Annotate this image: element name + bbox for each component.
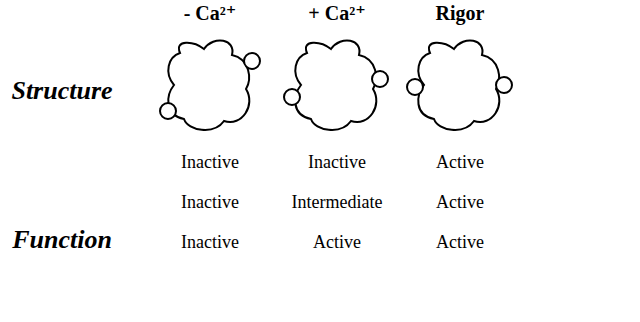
column-header: - Ca²⁺ — [184, 2, 237, 25]
subunit-circle — [284, 89, 300, 105]
protein-blob — [160, 40, 260, 129]
state-label: Inactive — [181, 152, 239, 173]
state-label: Inactive — [181, 192, 239, 213]
state-label: Active — [436, 152, 484, 173]
state-label: Active — [313, 232, 361, 253]
state-label: Inactive — [308, 152, 366, 173]
subunit-circle — [496, 77, 512, 93]
state-label: Active — [436, 232, 484, 253]
state-label: Intermediate — [292, 192, 383, 213]
state-label: Active — [436, 192, 484, 213]
row-header: Structure — [11, 76, 112, 106]
subunit-circle — [160, 103, 176, 119]
protein-blob — [407, 40, 512, 129]
subunit-circle — [244, 53, 260, 69]
row-header: Function — [12, 225, 112, 255]
state-label: Inactive — [181, 232, 239, 253]
column-header: + Ca²⁺ — [308, 2, 365, 25]
subunit-circle — [372, 71, 388, 87]
subunit-circle — [407, 79, 423, 95]
protein-blob — [284, 40, 388, 129]
column-header: Rigor — [436, 2, 485, 25]
